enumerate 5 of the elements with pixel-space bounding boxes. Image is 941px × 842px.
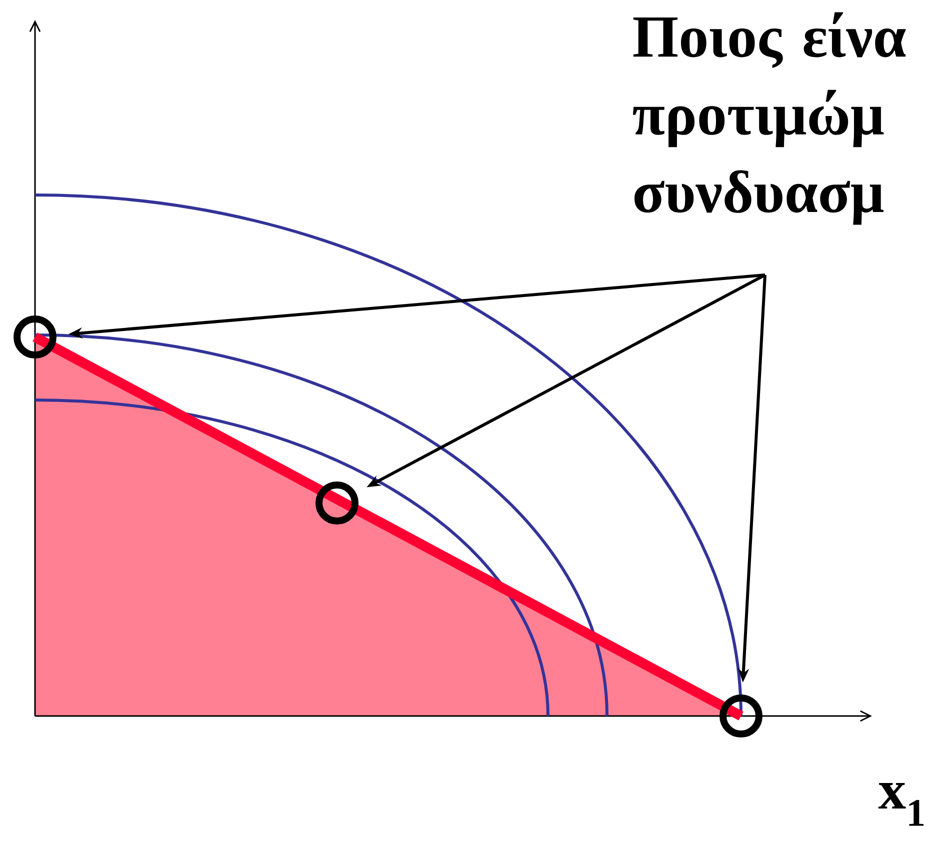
point-marker	[720, 694, 762, 738]
axis-label: x$_{1}$	[878, 782, 924, 826]
point-marker	[316, 482, 358, 524]
point-marker	[14, 316, 56, 358]
question-text: Ποιος είνα προτιμώμ συνδυασμ	[632, 12, 906, 225]
